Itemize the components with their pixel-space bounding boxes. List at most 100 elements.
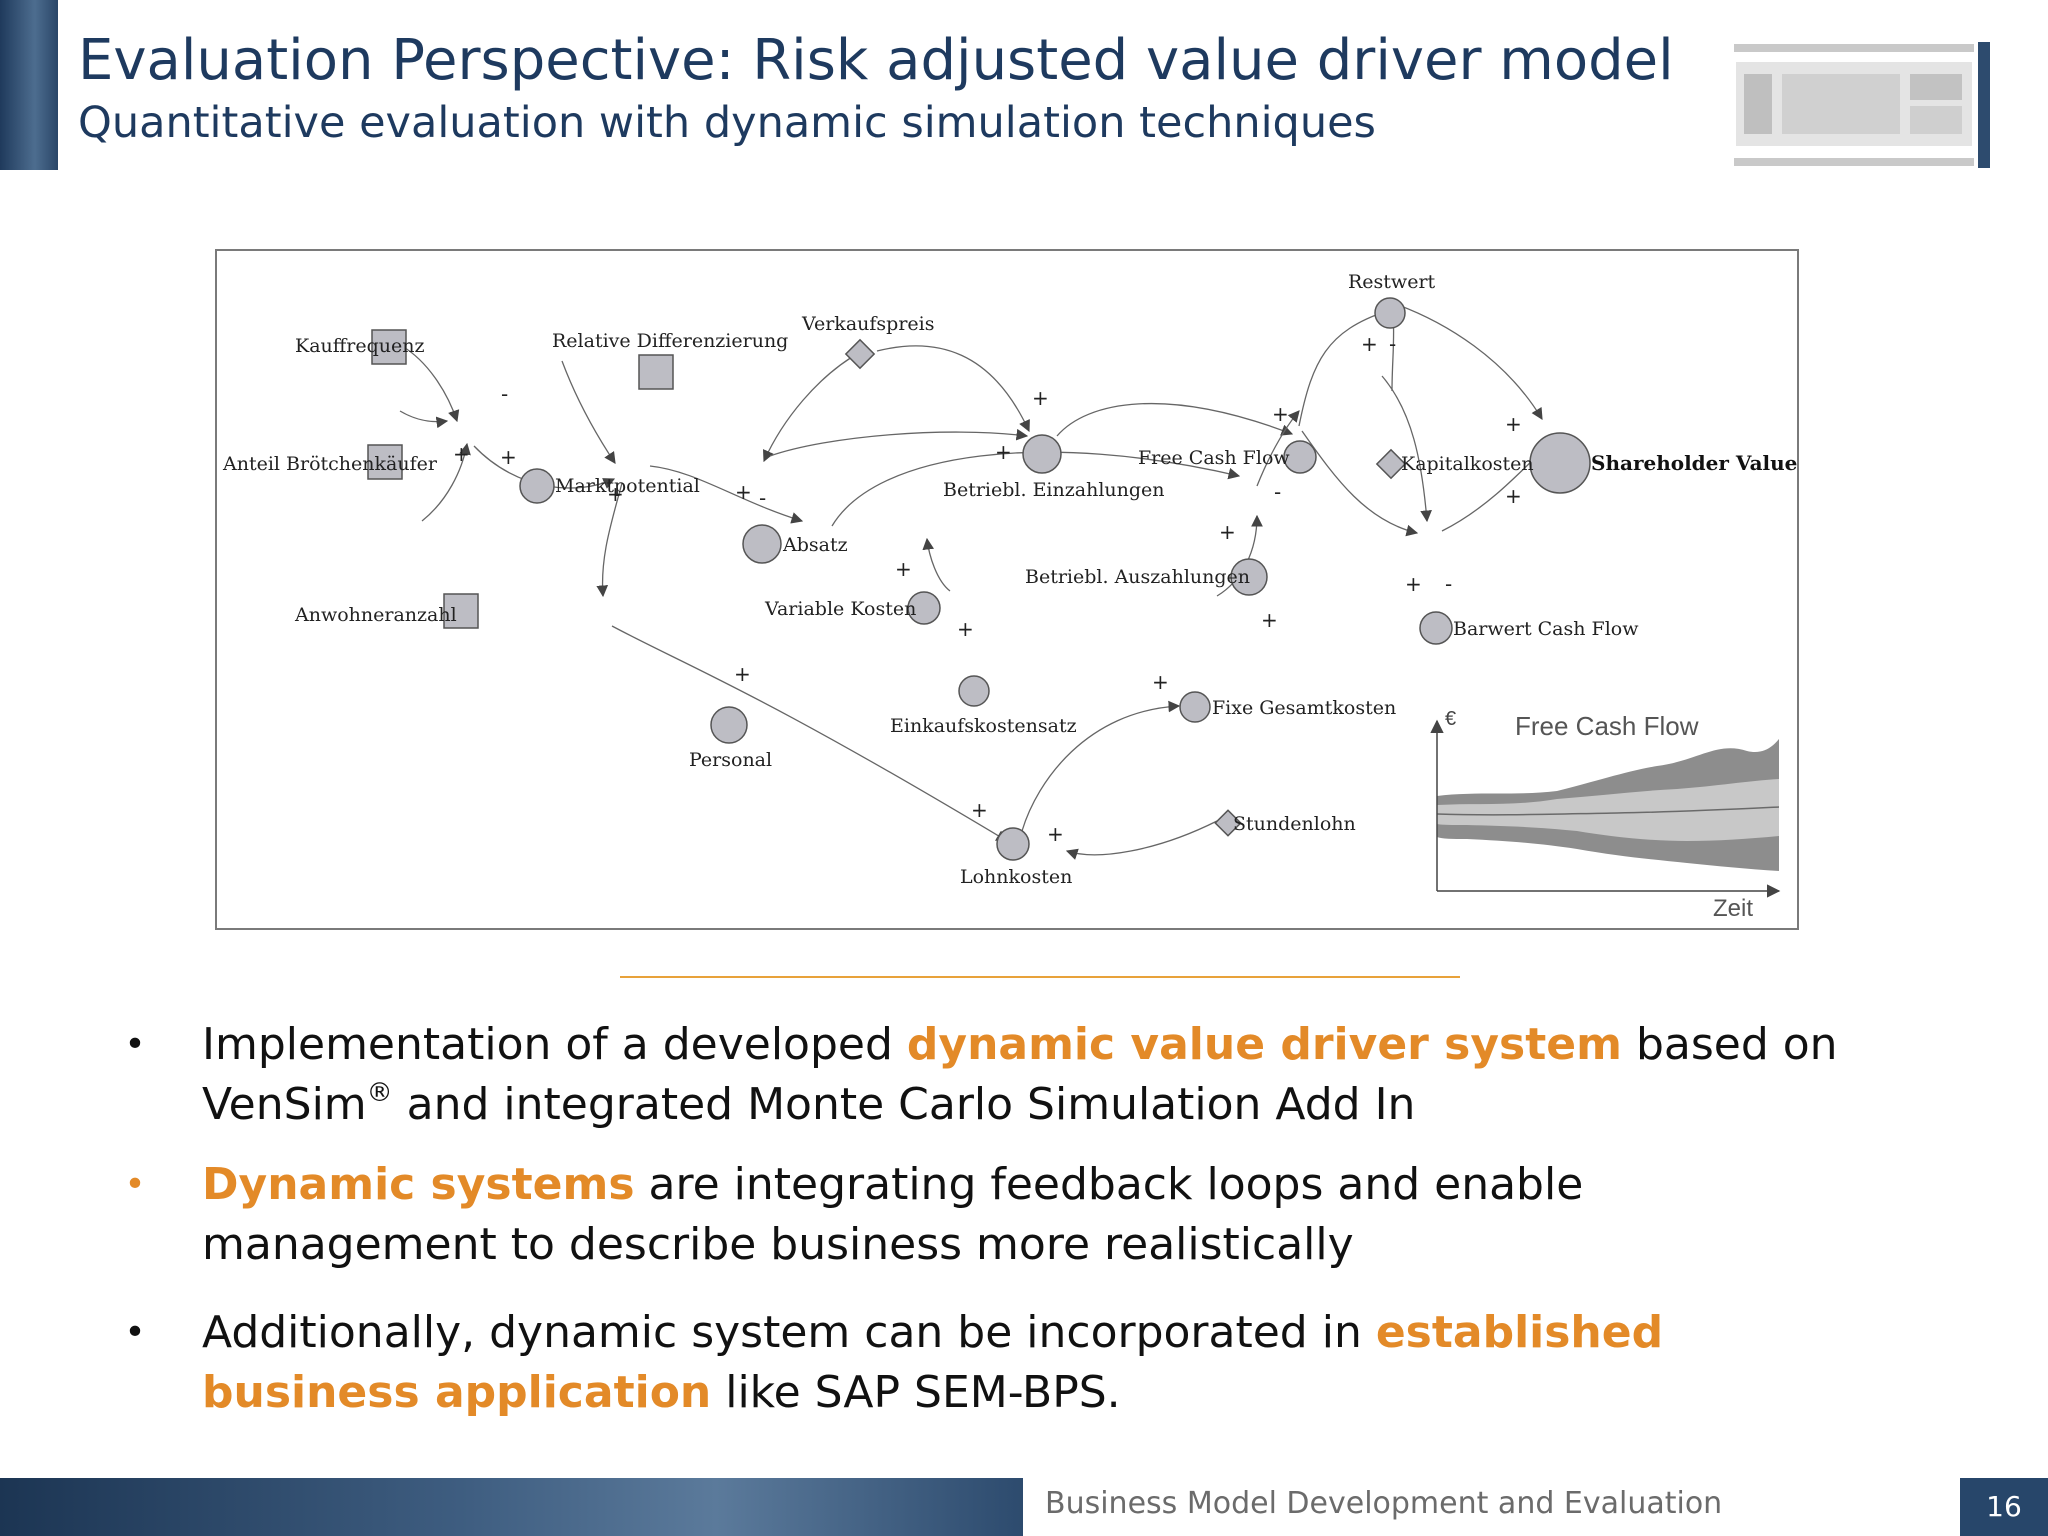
slide-title: Evaluation Perspective: Risk adjusted va… xyxy=(78,28,1674,93)
value-driver-diagram: + + - + + - + + + - + - + + + - + + + + … xyxy=(215,249,1799,930)
svg-text:-: - xyxy=(501,382,508,406)
footer-title: Business Model Development and Evaluatio… xyxy=(1045,1486,1723,1521)
bullet-3-highlight-b: business application xyxy=(202,1367,712,1418)
node-verkaufspreis xyxy=(844,338,876,370)
svg-text:+: + xyxy=(971,798,988,822)
svg-text:-: - xyxy=(1389,332,1396,356)
svg-text:+: + xyxy=(735,480,752,504)
label-relative-differenzierung: Relative Differenzierung xyxy=(552,330,788,352)
svg-text:+: + xyxy=(500,445,517,469)
label-betriebl-auszahlungen: Betriebl. Auszahlungen xyxy=(1025,566,1250,588)
node-betriebl-auszahlungen xyxy=(1230,558,1268,596)
orange-divider xyxy=(620,976,1460,978)
svg-text:+: + xyxy=(607,482,624,506)
bullet-3-text: Additionally, dynamic system can be inco… xyxy=(202,1307,1376,1358)
bullet-1-line2-end: and integrated Monte Carlo Simulation Ad… xyxy=(392,1079,1416,1130)
label-anwohneranzahl: Anwohneranzahl xyxy=(294,604,457,626)
bullet-2-highlight: Dynamic systems xyxy=(202,1159,635,1210)
inset-title: Free Cash Flow xyxy=(1515,711,1699,741)
svg-text:+: + xyxy=(1505,412,1522,436)
label-verkaufspreis: Verkaufspreis xyxy=(801,313,934,335)
svg-text:+: + xyxy=(1032,386,1049,410)
svg-text:+: + xyxy=(1272,402,1289,426)
label-anteil: Anteil Brötchenkäufer xyxy=(222,453,438,475)
node-relative-differenzierung xyxy=(638,354,674,390)
label-lohnkosten: Lohnkosten xyxy=(960,866,1072,888)
svg-text:+: + xyxy=(1047,822,1064,846)
bullet-2-text: are integrating feedback loops and enabl… xyxy=(634,1159,1584,1210)
bullet-1-text: Implementation of a developed xyxy=(202,1019,907,1070)
node-anwohneranzahl xyxy=(443,593,479,629)
node-restwert xyxy=(1374,297,1406,329)
bullet-item-3: • Additionally, dynamic system can be in… xyxy=(120,1303,1920,1423)
node-stundenlohn xyxy=(1214,809,1242,837)
label-kapitalkosten: Kapitalkosten xyxy=(1401,453,1534,475)
bullet-item-1: • Implementation of a developed dynamic … xyxy=(120,1015,1920,1135)
svg-text:+: + xyxy=(1505,484,1522,508)
node-betriebl-einzahlungen xyxy=(1022,434,1062,474)
node-absatz xyxy=(742,524,782,564)
bullet-3-highlight-a: established xyxy=(1375,1307,1664,1358)
registered-mark: ® xyxy=(366,1078,393,1108)
logo-graphic xyxy=(1734,42,1990,168)
polarity-signs: + + - + + - + + + - + - + + + - + + + + … xyxy=(453,332,1522,846)
svg-text:+: + xyxy=(453,442,470,466)
bullet-item-2: • Dynamic systems are integrating feedba… xyxy=(120,1155,1920,1275)
node-kapitalkosten xyxy=(1375,448,1407,480)
label-fixe-gesamtkosten: Fixe Gesamtkosten xyxy=(1212,697,1396,719)
svg-text:+: + xyxy=(1152,670,1169,694)
diagram-arrows xyxy=(399,300,1548,860)
node-free-cash-flow xyxy=(1283,440,1317,474)
bullet-1-text-end: based on xyxy=(1621,1019,1838,1070)
footer-bar xyxy=(0,1478,1023,1536)
bullet-1-line2: VenSim xyxy=(202,1079,367,1130)
label-free-cash-flow: Free Cash Flow xyxy=(1138,447,1290,469)
label-einkaufskostensatz: Einkaufskostensatz xyxy=(890,715,1077,737)
node-variable-kosten xyxy=(907,591,941,625)
header-accent-bar xyxy=(0,0,58,170)
slide-subtitle: Quantitative evaluation with dynamic sim… xyxy=(78,98,1376,148)
bullet-1-highlight: dynamic value driver system xyxy=(906,1019,1622,1070)
svg-text:+: + xyxy=(995,440,1012,464)
inset-fan-chart: € Free Cash Flow Zeit xyxy=(1430,708,1781,922)
node-fixe-gesamtkosten xyxy=(1179,691,1211,723)
bullet-2-line2: management to describe business more rea… xyxy=(202,1219,1354,1270)
bullet-3-text-end: like SAP SEM-BPS. xyxy=(711,1367,1121,1418)
fan-inner-band xyxy=(1437,779,1779,841)
svg-text:-: - xyxy=(1445,572,1452,596)
label-barwert-cash-flow: Barwert Cash Flow xyxy=(1453,618,1639,640)
node-lohnkosten xyxy=(996,827,1030,861)
svg-text:+: + xyxy=(1361,332,1378,356)
node-barwert-cash-flow xyxy=(1419,611,1453,645)
node-einkaufskostensatz xyxy=(958,675,990,707)
node-kauffrequenz xyxy=(371,329,407,365)
node-marktpotential xyxy=(519,468,555,504)
label-personal: Personal xyxy=(689,749,772,771)
node-personal xyxy=(710,706,748,744)
fan-median-line xyxy=(1436,806,1780,816)
inset-y-symbol: € xyxy=(1445,708,1456,730)
svg-text:+: + xyxy=(734,662,751,686)
label-betriebl-einzahlungen: Betriebl. Einzahlungen xyxy=(943,479,1165,501)
bullet-list: • Implementation of a developed dynamic … xyxy=(120,1015,1920,1441)
bullet-marker: • xyxy=(124,1312,146,1353)
bullet-marker: • xyxy=(124,1024,146,1065)
bullet-marker-orange: • xyxy=(124,1164,146,1205)
svg-text:+: + xyxy=(1405,572,1422,596)
svg-text:+: + xyxy=(957,617,974,641)
svg-text:+: + xyxy=(1261,608,1278,632)
label-marktpotential: Marktpotential xyxy=(555,475,700,497)
inset-x-label: Zeit xyxy=(1713,895,1753,922)
svg-text:+: + xyxy=(895,557,912,581)
label-absatz: Absatz xyxy=(782,534,848,556)
page-number: 16 xyxy=(1960,1478,2048,1536)
svg-text:-: - xyxy=(1274,480,1281,504)
label-restwert: Restwert xyxy=(1348,271,1436,293)
label-shareholder-value: Shareholder Value xyxy=(1591,451,1797,475)
causal-loop-diagram-svg: + + - + + - + + + - + - + + + - + + + + … xyxy=(222,271,1797,922)
label-variable-kosten: Variable Kosten xyxy=(764,598,916,620)
node-shareholder-value xyxy=(1529,432,1591,494)
svg-text:-: - xyxy=(759,486,766,510)
node-anteil xyxy=(367,444,403,480)
svg-text:+: + xyxy=(1219,520,1236,544)
